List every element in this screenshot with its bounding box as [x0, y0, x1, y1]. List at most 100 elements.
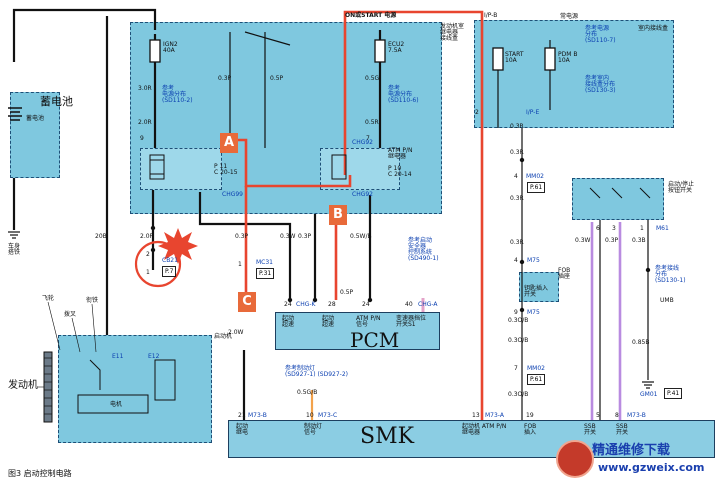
battery-inner-label: 蓄电池	[26, 115, 45, 122]
fob-box	[519, 272, 559, 302]
pin-3: 3	[612, 225, 616, 232]
wire-0.3R-d: 0.3R	[510, 239, 524, 246]
wire-2.0R-a: 2.0R	[138, 119, 152, 126]
starter-motor: 电机	[110, 401, 123, 408]
smk-signal-1: 起动 继电	[236, 423, 249, 436]
atm-relay-label: ATM P/N 继电器	[388, 147, 413, 160]
fuse-ecu2-label: ECU2 7.5A	[388, 41, 405, 54]
wire-0.5P: 0.5P	[270, 75, 284, 82]
fob-label: FOB 插座	[558, 267, 571, 280]
conn-mc31: MC31	[256, 259, 274, 266]
tag-a: A	[220, 133, 238, 153]
tag-b: B	[329, 205, 347, 225]
conn-m75-a: M75	[527, 257, 540, 264]
pin-24: 24	[284, 301, 292, 308]
smk-signal-6: SSB 开关	[616, 423, 629, 436]
smk-signal-5: SSB 开关	[584, 423, 597, 436]
conn-e11: E11	[112, 353, 124, 360]
pin-2b: 2	[475, 109, 479, 116]
starter-engine: 发动机	[8, 380, 38, 391]
conn-cb21: CB21	[162, 257, 178, 264]
relay-note: 发动机室 继电器 接线盒	[440, 23, 465, 42]
pin-21: 21	[238, 412, 246, 419]
conn-chg-a: CHG-A	[418, 301, 438, 308]
wire-2.0R-b: 2.0R	[140, 233, 154, 240]
wire-0.3P-a: 0.3P	[218, 75, 232, 82]
start-stop-switch-box	[572, 178, 664, 220]
battery-box	[10, 92, 60, 178]
conn-m73a: M73-A	[485, 412, 504, 419]
starter-box	[58, 335, 212, 443]
caption: 图3 启动控制电路	[8, 469, 72, 478]
wire-0.3B: 0.3B	[632, 237, 646, 244]
ref-sd490-1: 参考启动 安全器 控制系统 (SD490-1)	[408, 237, 439, 262]
pin-19: 19	[526, 412, 534, 419]
conn-gm01: GM01	[640, 391, 658, 398]
pin-9: 9	[514, 309, 518, 316]
conn-mm02-a: MM02	[526, 173, 544, 180]
wire-0.5G: 0.5G	[365, 75, 380, 82]
start-stop-label: 启动/停止 按钮开关	[668, 181, 695, 194]
wire-0.3O/B-c: 0.3O/B	[508, 391, 529, 398]
pcm-signal-4: 变速器挡位 开关S1	[396, 315, 427, 328]
wire-0.3R-a: 0.3R	[510, 123, 524, 130]
conn-p61-a: P.61	[527, 182, 546, 193]
pin-1: 1	[146, 269, 150, 276]
ip-b-label: I/P-B	[484, 12, 498, 19]
wire-2.0W: 2.0W	[228, 329, 244, 336]
pin-1c: 1	[238, 261, 242, 268]
fuse-start-label: START 10A	[505, 51, 524, 64]
smk-signal-4: FOB 插入	[524, 423, 537, 436]
ref-sd130-1: 参考接线 分布 (SD130-1)	[655, 265, 686, 284]
conn-m73b-a: M73-B	[248, 412, 267, 419]
conn-p11: P 11 C 20-15	[214, 163, 238, 176]
conn-p61-b: P.61	[527, 374, 546, 385]
smk-signal-2: 制动灯 信号	[304, 423, 323, 436]
wire-0.3W: 0.3W	[280, 233, 296, 240]
wire-0.5P-b: 0.5P	[340, 289, 354, 296]
pin-7b: 7	[366, 135, 370, 142]
ref-sd110-6: 参考 电源分布 (SD110-6)	[388, 85, 419, 104]
pcm-signal-1: 起动 超速	[282, 315, 295, 328]
smk-title: SMK	[360, 424, 415, 449]
pcm-signal-3: ATM P/N 信号	[356, 315, 381, 328]
pin-13: 13	[472, 412, 480, 419]
ref-sd927: 参考制动灯 (SD927-1) (SD927-2)	[285, 365, 348, 378]
pin-9b: 9	[140, 135, 144, 142]
pin-8: 8	[615, 412, 619, 419]
battery-title: 蓄电池	[40, 95, 73, 108]
wire-20B: 20B	[95, 233, 107, 240]
smk-box	[228, 420, 715, 458]
watermark-url: www.gzweix.com	[598, 461, 705, 474]
fob-switch-label: 钥匙插入 开关	[524, 285, 549, 298]
conn-chg92-a: CHG92	[352, 139, 373, 146]
pin-4b: 4	[514, 257, 518, 264]
fuse-ign2-label: IGN2 40A	[163, 41, 178, 54]
wire-0.3O/B-a: 0.3O/B	[508, 317, 529, 324]
wire-0.5W/B: 0.5W/B	[350, 233, 372, 240]
pin-2: 2	[146, 251, 150, 258]
pin-10: 10	[306, 412, 314, 419]
watermark-cn: 精通维修下载	[592, 443, 671, 458]
conn-chg99: CHG99	[222, 191, 243, 198]
conn-p31: P.31	[256, 268, 275, 279]
pcm-box	[275, 312, 440, 350]
wire-0.3O/B-b: 0.3O/B	[508, 337, 529, 344]
conn-p41: P.41	[664, 388, 683, 399]
conn-mm02-b: MM02	[527, 365, 545, 372]
smk-signal-3: 起动机 ATM P/N 继电器	[462, 423, 507, 436]
pin-40: 40	[405, 301, 413, 308]
tag-c: C	[238, 292, 256, 312]
conn-m75-b: M75	[527, 309, 540, 316]
wire-0.85B: 0.85B	[632, 339, 650, 346]
conn-p7: P.7	[162, 266, 177, 277]
fuse-pdmb-label: PDM B 10A	[558, 51, 578, 64]
pin-1b: 1	[640, 225, 644, 232]
battery-ground-label: 车身 搭铁	[8, 243, 21, 256]
starter-armature: 衔铁	[86, 297, 99, 304]
pin-5: 5	[596, 412, 600, 419]
wire-0.3R-c: 0.3R	[510, 195, 524, 202]
wire-3.0R: 3.0R	[138, 85, 152, 92]
starter-fork: 拨叉	[64, 311, 77, 318]
